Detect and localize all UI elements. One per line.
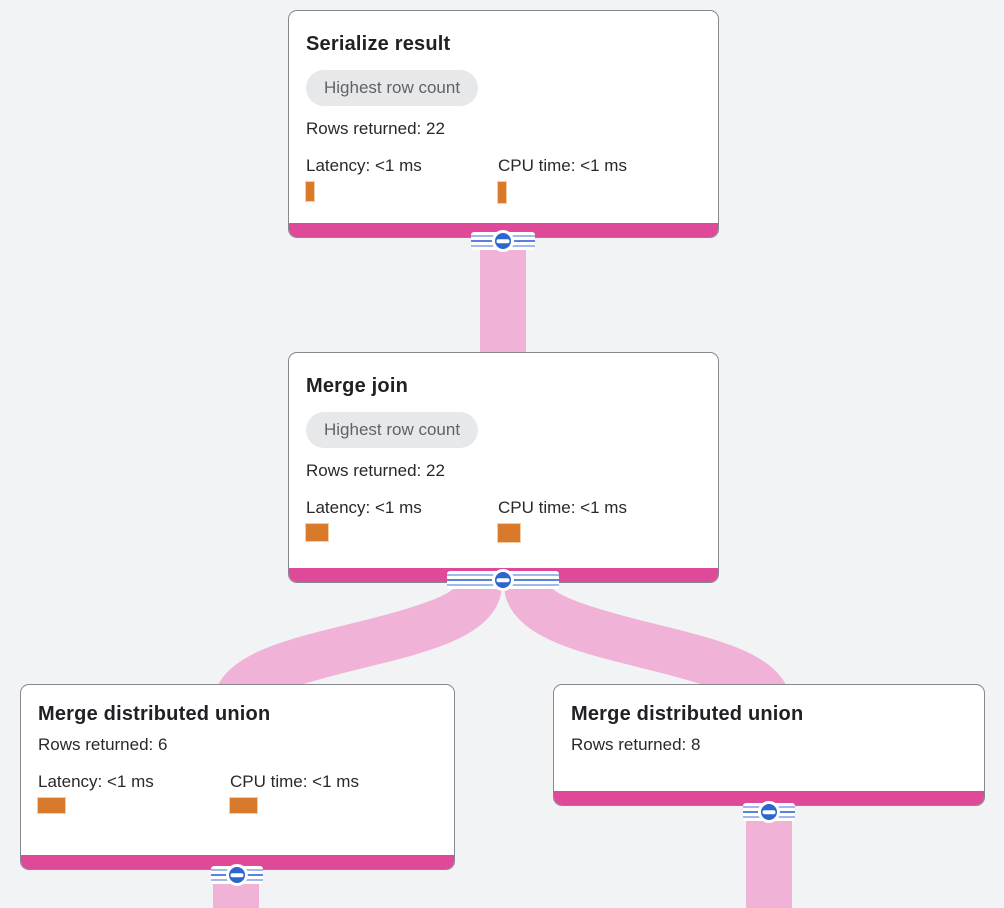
collapse-control-merge-join xyxy=(447,565,559,595)
collapse-button[interactable] xyxy=(226,864,248,886)
minus-icon xyxy=(762,810,776,814)
collapse-control-right-union xyxy=(743,797,795,827)
node-title: Merge join xyxy=(306,375,409,397)
cpu-time-label: CPU time: <1 ms xyxy=(498,498,627,517)
minus-icon xyxy=(230,873,244,877)
node-accent-bar xyxy=(554,791,984,805)
collapse-button[interactable] xyxy=(758,801,780,823)
cpu-time-bar xyxy=(497,181,507,204)
rows-returned-label: Rows returned: 6 xyxy=(38,735,168,754)
cpu-time-bar xyxy=(497,523,521,543)
collapse-control-left-union xyxy=(211,860,263,890)
plan-node-merge-distributed-union-right[interactable]: Merge distributed union Rows returned: 8 xyxy=(553,684,985,806)
minus-icon xyxy=(496,578,510,582)
plan-node-merge-join[interactable]: Merge join Highest row count Rows return… xyxy=(288,352,719,583)
rows-returned-label: Rows returned: 8 xyxy=(571,735,701,754)
node-title: Merge distributed union xyxy=(38,703,271,725)
highest-row-count-badge: Highest row count xyxy=(306,70,479,106)
node-title: Serialize result xyxy=(306,33,451,55)
flow-edge-serialize-to-mergejoin xyxy=(480,232,526,358)
cpu-time-label: CPU time: <1 ms xyxy=(230,772,359,791)
plan-node-serialize-result[interactable]: Serialize result Highest row count Rows … xyxy=(288,10,719,238)
latency-label: Latency: <1 ms xyxy=(306,156,422,175)
rows-returned-label: Rows returned: 22 xyxy=(306,119,445,138)
rows-returned-label: Rows returned: 22 xyxy=(306,461,445,480)
latency-bar xyxy=(37,797,66,814)
cpu-time-bar xyxy=(229,797,258,814)
collapse-button[interactable] xyxy=(492,569,514,591)
highest-row-count-badge: Highest row count xyxy=(306,412,479,448)
latency-bar xyxy=(305,523,329,542)
cpu-time-label: CPU time: <1 ms xyxy=(498,156,627,175)
minus-icon xyxy=(496,239,510,243)
latency-label: Latency: <1 ms xyxy=(38,772,154,791)
collapse-control-serialize-result xyxy=(471,226,535,256)
plan-node-merge-distributed-union-left[interactable]: Merge distributed union Rows returned: 6… xyxy=(20,684,455,870)
latency-label: Latency: <1 ms xyxy=(306,498,422,517)
latency-bar xyxy=(305,181,315,202)
collapse-button[interactable] xyxy=(492,230,514,252)
node-accent-bar xyxy=(21,855,454,869)
node-title: Merge distributed union xyxy=(571,703,804,725)
